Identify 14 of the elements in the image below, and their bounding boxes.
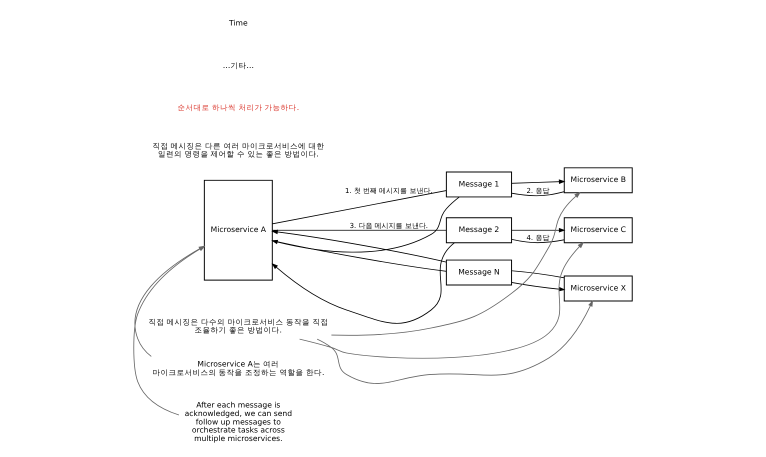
arrow xyxy=(316,300,594,384)
arrow xyxy=(330,192,581,336)
connector xyxy=(511,191,565,196)
arrow xyxy=(511,228,566,233)
arrow xyxy=(272,242,455,324)
arrow xyxy=(271,230,447,263)
connector xyxy=(272,190,447,224)
connector xyxy=(272,240,447,272)
arrow xyxy=(299,242,584,359)
connector xyxy=(511,238,565,244)
arrow xyxy=(511,179,566,184)
connector xyxy=(272,230,447,231)
arrow xyxy=(271,196,460,253)
connector xyxy=(511,270,565,278)
